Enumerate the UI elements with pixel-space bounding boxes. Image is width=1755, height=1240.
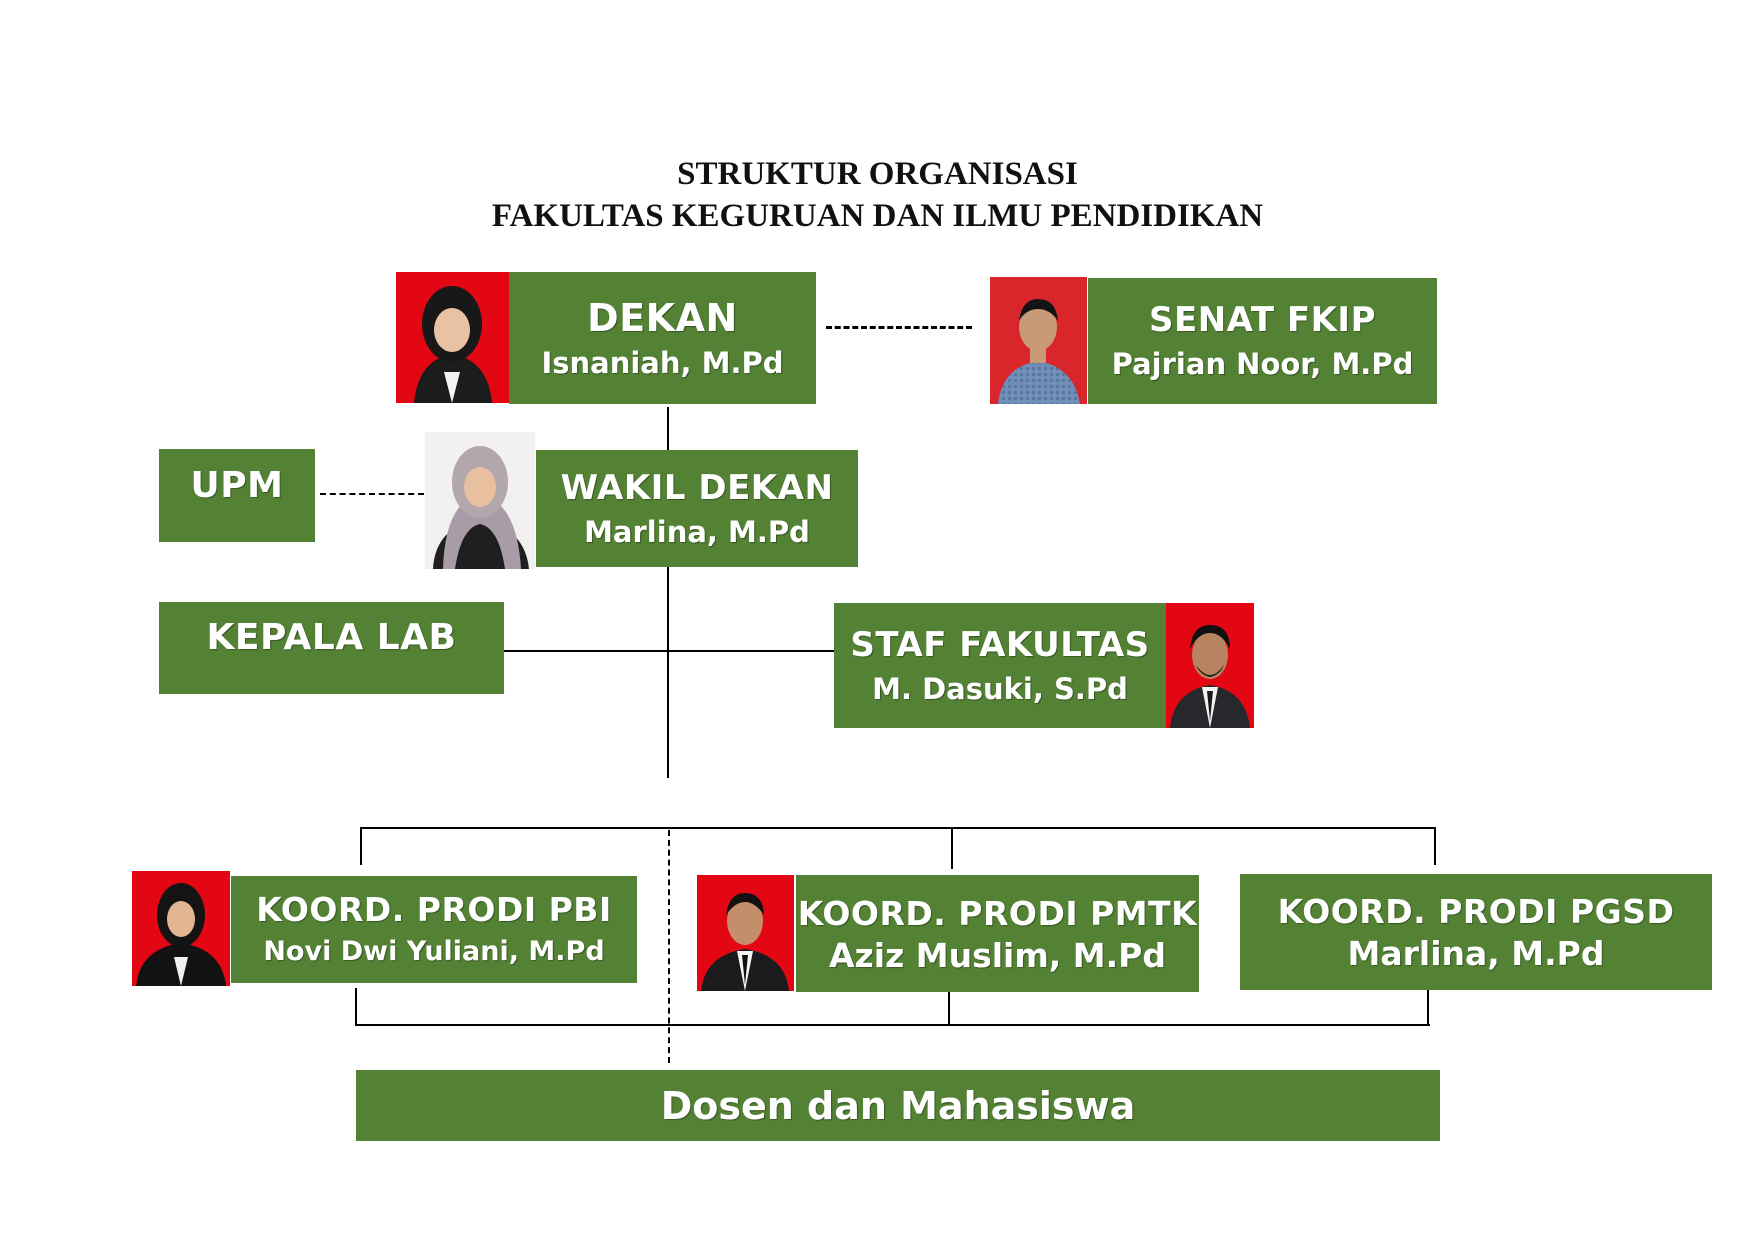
wakil-dekan-photo: [425, 432, 535, 569]
koord-pmtk-box: KOORD. PRODI PMTK Aziz Muslim, M.Pd: [796, 875, 1199, 992]
staf-fakultas-photo: [1166, 603, 1254, 728]
senat-photo: [990, 277, 1087, 404]
staf-fakultas-name: M. Dasuki, S.Pd: [872, 671, 1128, 706]
dekan-box: DEKAN Isnaniah, M.Pd: [509, 272, 816, 404]
dashed-connector-to-dosen: [668, 830, 670, 1063]
bracket-bottom-right-tick: [1427, 988, 1429, 1026]
koord-pgsd-role: KOORD. PRODI PGSD: [1277, 892, 1675, 931]
bracket-bottom-left-tick: [355, 988, 357, 1026]
koord-pbi-box: KOORD. PRODI PBI Novi Dwi Yuliani, M.Pd: [231, 876, 637, 983]
senat-role: SENAT FKIP: [1148, 300, 1376, 340]
koord-pmtk-name: Aziz Muslim, M.Pd: [829, 935, 1166, 975]
staf-fakultas-role: STAF FAKULTAS: [850, 624, 1150, 665]
wakil-dekan-box: WAKIL DEKAN Marlina, M.Pd: [536, 450, 858, 567]
koord-pmtk-role: KOORD. PRODI PMTK: [797, 893, 1198, 933]
chart-title-line-2: FAKULTAS KEGURUAN DAN ILMU PENDIDIKAN: [491, 198, 1264, 234]
dashed-connector-upm-wakil: [320, 493, 424, 495]
bracket-bottom-horizontal: [355, 1024, 1430, 1026]
kepala-lab-label: KEPALA LAB: [206, 617, 457, 658]
upm-box: UPM: [159, 449, 315, 542]
kepala-lab-box: KEPALA LAB: [159, 602, 504, 694]
koord-pbi-name: Novi Dwi Yuliani, M.Pd: [263, 935, 605, 967]
dashed-connector-dekan-senat: [826, 326, 972, 329]
bracket-top-horizontal: [360, 827, 1436, 829]
staf-fakultas-box: STAF FAKULTAS M. Dasuki, S.Pd: [834, 603, 1166, 728]
dekan-photo: [396, 272, 509, 403]
koord-pmtk-photo: [697, 875, 794, 991]
connector-trunk: [667, 566, 669, 778]
upm-label: UPM: [190, 465, 284, 506]
bracket-top-right-tick: [1434, 827, 1436, 865]
senat-box: SENAT FKIP Pajrian Noor, M.Pd: [1088, 278, 1437, 404]
wakil-dekan-name: Marlina, M.Pd: [584, 514, 810, 549]
koord-pbi-role: KOORD. PRODI PBI: [256, 889, 612, 929]
wakil-dekan-role: WAKIL DEKAN: [560, 467, 834, 508]
koord-pgsd-name: Marlina, M.Pd: [1347, 934, 1605, 973]
connector-lab-staf: [503, 650, 834, 652]
bracket-top-left-tick: [360, 827, 362, 865]
dekan-role: DEKAN: [587, 296, 738, 340]
senat-name: Pajrian Noor, M.Pd: [1111, 347, 1414, 381]
bracket-bottom-middle-tick: [948, 988, 950, 1026]
bracket-top-middle-tick: [951, 827, 953, 869]
koord-pgsd-box: KOORD. PRODI PGSD Marlina, M.Pd: [1240, 874, 1712, 990]
chart-title-line-1: STRUKTUR ORGANISASI: [677, 156, 1078, 192]
dosen-mahasiswa-box: Dosen dan Mahasiswa: [356, 1070, 1440, 1141]
dekan-name: Isnaniah, M.Pd: [541, 346, 784, 380]
connector-dekan-wakil: [667, 407, 669, 450]
koord-pbi-photo: [132, 871, 230, 986]
dosen-mahasiswa-label: Dosen dan Mahasiswa: [660, 1083, 1136, 1128]
